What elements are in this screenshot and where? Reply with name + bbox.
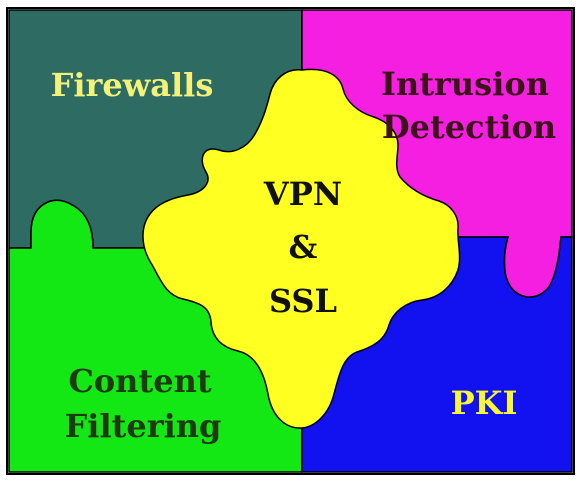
label-filtering: Filtering <box>65 407 222 445</box>
label-vpn: VPN <box>263 175 342 213</box>
label-ssl: SSL <box>269 282 337 320</box>
label-pki: PKI <box>451 384 518 422</box>
label-detection: Detection <box>382 108 556 146</box>
label-content: Content <box>68 362 211 400</box>
label-ampersand: & <box>289 228 318 266</box>
label-firewalls: Firewalls <box>51 66 214 104</box>
label-intrusion: Intrusion <box>381 65 549 103</box>
piece-vpn-ssl <box>142 68 461 429</box>
